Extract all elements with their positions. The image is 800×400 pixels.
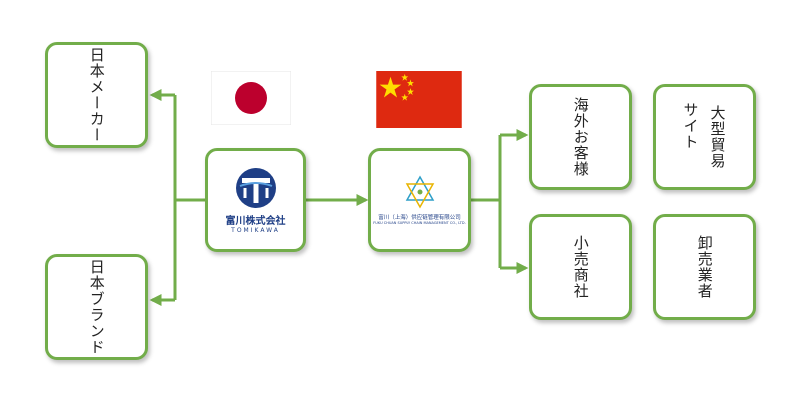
japan-flag-icon <box>211 71 291 125</box>
tomikawa-logo-icon <box>235 168 276 208</box>
china-company-sub: FUKU CHUAN SUPPLY CHAIN MANAGEMENT CO., … <box>373 221 466 225</box>
china-flag-icon <box>376 71 462 128</box>
nihon-brand-box: 日本ブランド <box>45 254 148 360</box>
china-company-logo-icon <box>405 175 434 209</box>
nihon-brand-label: 日本ブランド <box>87 259 106 355</box>
oogata-box: 大型貿易 サイト <box>653 84 756 190</box>
tomikawa-box: 富川株式会社 TOMIKAWA <box>205 148 306 252</box>
china-company-name: 富川（上海）供应链管理有限公司 <box>378 215 461 221</box>
tomikawa-sub: TOMIKAWA <box>231 227 280 234</box>
oogata-label-col2: サイト <box>681 102 700 150</box>
kouri-box: 小売商社 <box>529 214 632 320</box>
tomikawa-name: 富川株式会社 <box>225 216 286 227</box>
china-company-box: 富川（上海）供应链管理有限公司 FUKU CHUAN SUPPLY CHAIN … <box>368 148 471 252</box>
oroshi-label: 卸売業者 <box>695 235 714 299</box>
kaigai-kyaku-box: 海外お客様 <box>529 84 632 190</box>
oroshi-box: 卸売業者 <box>653 214 756 320</box>
kaigai-kyaku-label: 海外お客様 <box>571 97 590 177</box>
kouri-label: 小売商社 <box>571 235 590 299</box>
oogata-label-col1: 大型貿易 <box>708 105 727 169</box>
nihon-maker-box: 日本メーカー <box>45 42 148 148</box>
nihon-maker-label: 日本メーカー <box>87 47 106 143</box>
